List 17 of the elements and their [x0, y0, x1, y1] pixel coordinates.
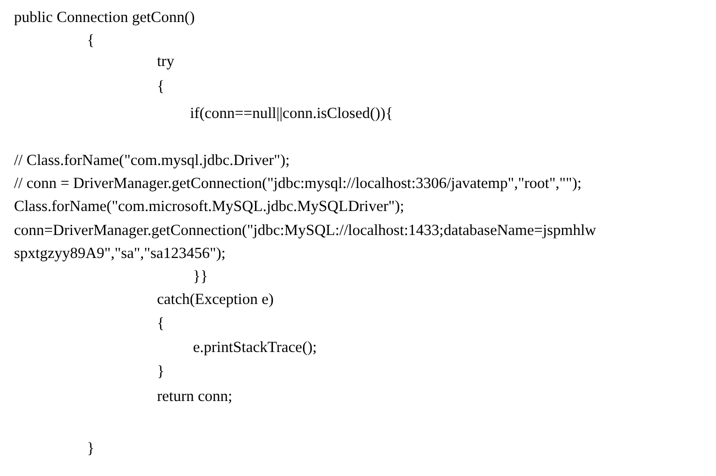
code-line: }} — [193, 268, 208, 286]
code-line: public Connection getConn() — [14, 9, 195, 27]
code-line: { — [157, 78, 164, 96]
code-line: try — [157, 53, 174, 71]
code-line: // conn = DriverManager.getConnection("jdbc:mysql://localhost:3306/javatemp","root",""); — [14, 175, 582, 193]
code-line: return conn; — [157, 388, 232, 406]
code-line: if(conn==null||conn.isClosed()){ — [190, 105, 393, 123]
code-line: catch(Exception e) — [157, 291, 274, 309]
code-line: { — [157, 315, 164, 333]
code-line: { — [87, 32, 94, 50]
code-line: spxtgzyy89A9","sa","sa123456"); — [14, 245, 226, 263]
code-line: } — [87, 440, 94, 458]
code-line: conn=DriverManager.getConnection("jdbc:MySQL://localhost:1433;databaseName=jspmhlw — [14, 222, 596, 240]
code-line: } — [157, 363, 164, 381]
code-line: e.printStackTrace(); — [193, 339, 317, 357]
code-line: Class.forName("com.microsoft.MySQL.jdbc.MySQLDriver"); — [14, 198, 404, 216]
code-line: // Class.forName("com.mysql.jdbc.Driver"); — [14, 152, 290, 170]
